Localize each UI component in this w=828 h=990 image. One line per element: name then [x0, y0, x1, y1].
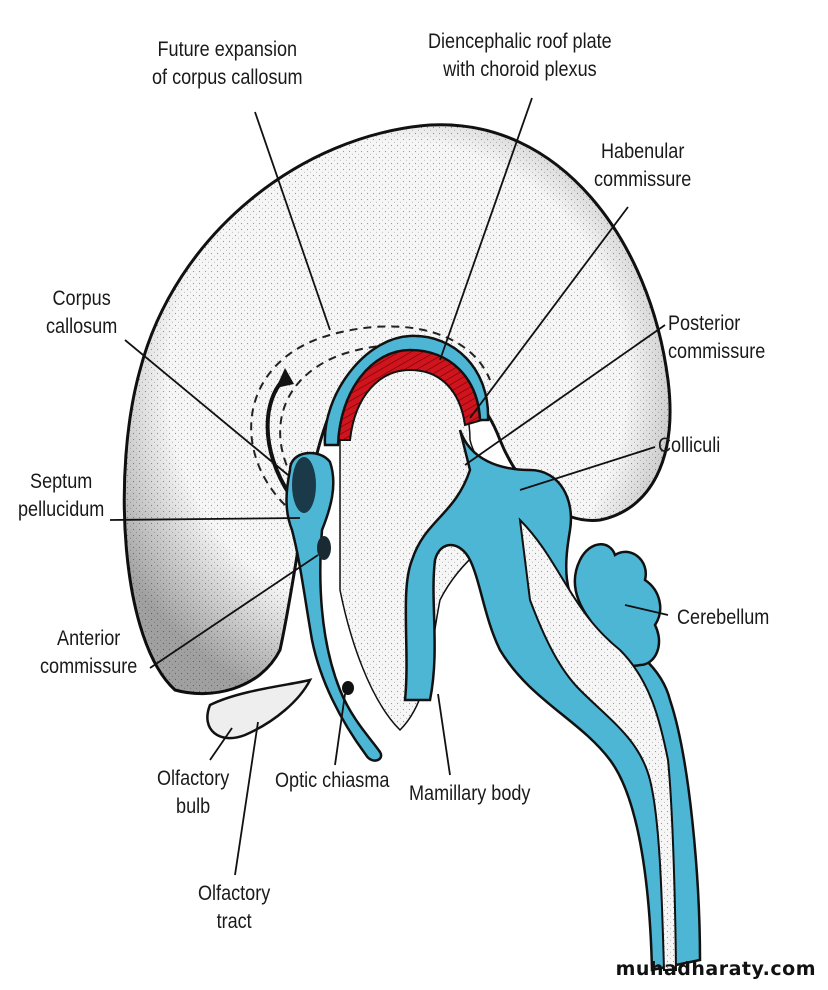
label-line: Habenular: [601, 140, 685, 163]
label-line: Corpus: [52, 287, 111, 310]
label-colliculi: Colliculi: [658, 434, 721, 457]
label-line: Diencephalic roof plate: [428, 30, 612, 53]
label-line: callosum: [46, 315, 118, 338]
label-line: commissure: [668, 340, 766, 363]
olfactory-bulb: [206, 678, 313, 740]
label-line: Posterior: [668, 312, 741, 335]
label-line: of corpus callosum: [152, 66, 303, 89]
label-line: tract: [216, 910, 252, 933]
label-line: Septum: [30, 470, 93, 493]
label-optic-chiasma: Optic chiasma: [275, 769, 390, 792]
label-cerebellum: Cerebellum: [677, 606, 770, 629]
arrow-head-icon: [276, 368, 294, 388]
label-line: pellucidum: [18, 498, 105, 521]
label-olfactory-tract: Olfactory tract: [198, 880, 270, 936]
septum-dark-area: [292, 457, 316, 513]
label-line: with choroid plexus: [443, 58, 597, 81]
ventricular-system: [285, 334, 702, 972]
label-line: commissure: [40, 655, 138, 678]
label-septum-pellucidum: Septum pellucidum: [18, 468, 104, 524]
brainstem-tissue: [518, 517, 678, 971]
label-posterior-commissure: Posterior commissure: [668, 310, 765, 366]
label-anterior-commissure: Anterior commissure: [40, 625, 137, 681]
optic-chiasma-dot: [342, 681, 354, 695]
label-line: Olfactory: [157, 767, 230, 790]
label-corpus-callosum: Corpus callosum: [46, 285, 117, 341]
label-line: commissure: [594, 168, 692, 191]
future-expansion-dashed-outline: [250, 325, 491, 506]
label-mamillary-body: Mamillary body: [409, 782, 531, 805]
anterior-commissure-dot: [317, 536, 331, 560]
watermark: muhadharaty.com: [615, 958, 816, 980]
label-line: Olfactory: [198, 882, 271, 905]
label-line: Future expansion: [157, 38, 298, 61]
leader-lines: [109, 97, 669, 876]
label-olfactory-bulb: Olfactory bulb: [157, 765, 229, 821]
label-diencephalic-roof-plate: Diencephalic roof plate with choroid ple…: [428, 28, 612, 84]
label-line: Anterior: [57, 627, 121, 650]
label-future-expansion: Future expansion of corpus callosum: [152, 36, 303, 92]
label-habenular-commissure: Habenular commissure: [594, 138, 691, 194]
label-line: bulb: [176, 795, 211, 818]
